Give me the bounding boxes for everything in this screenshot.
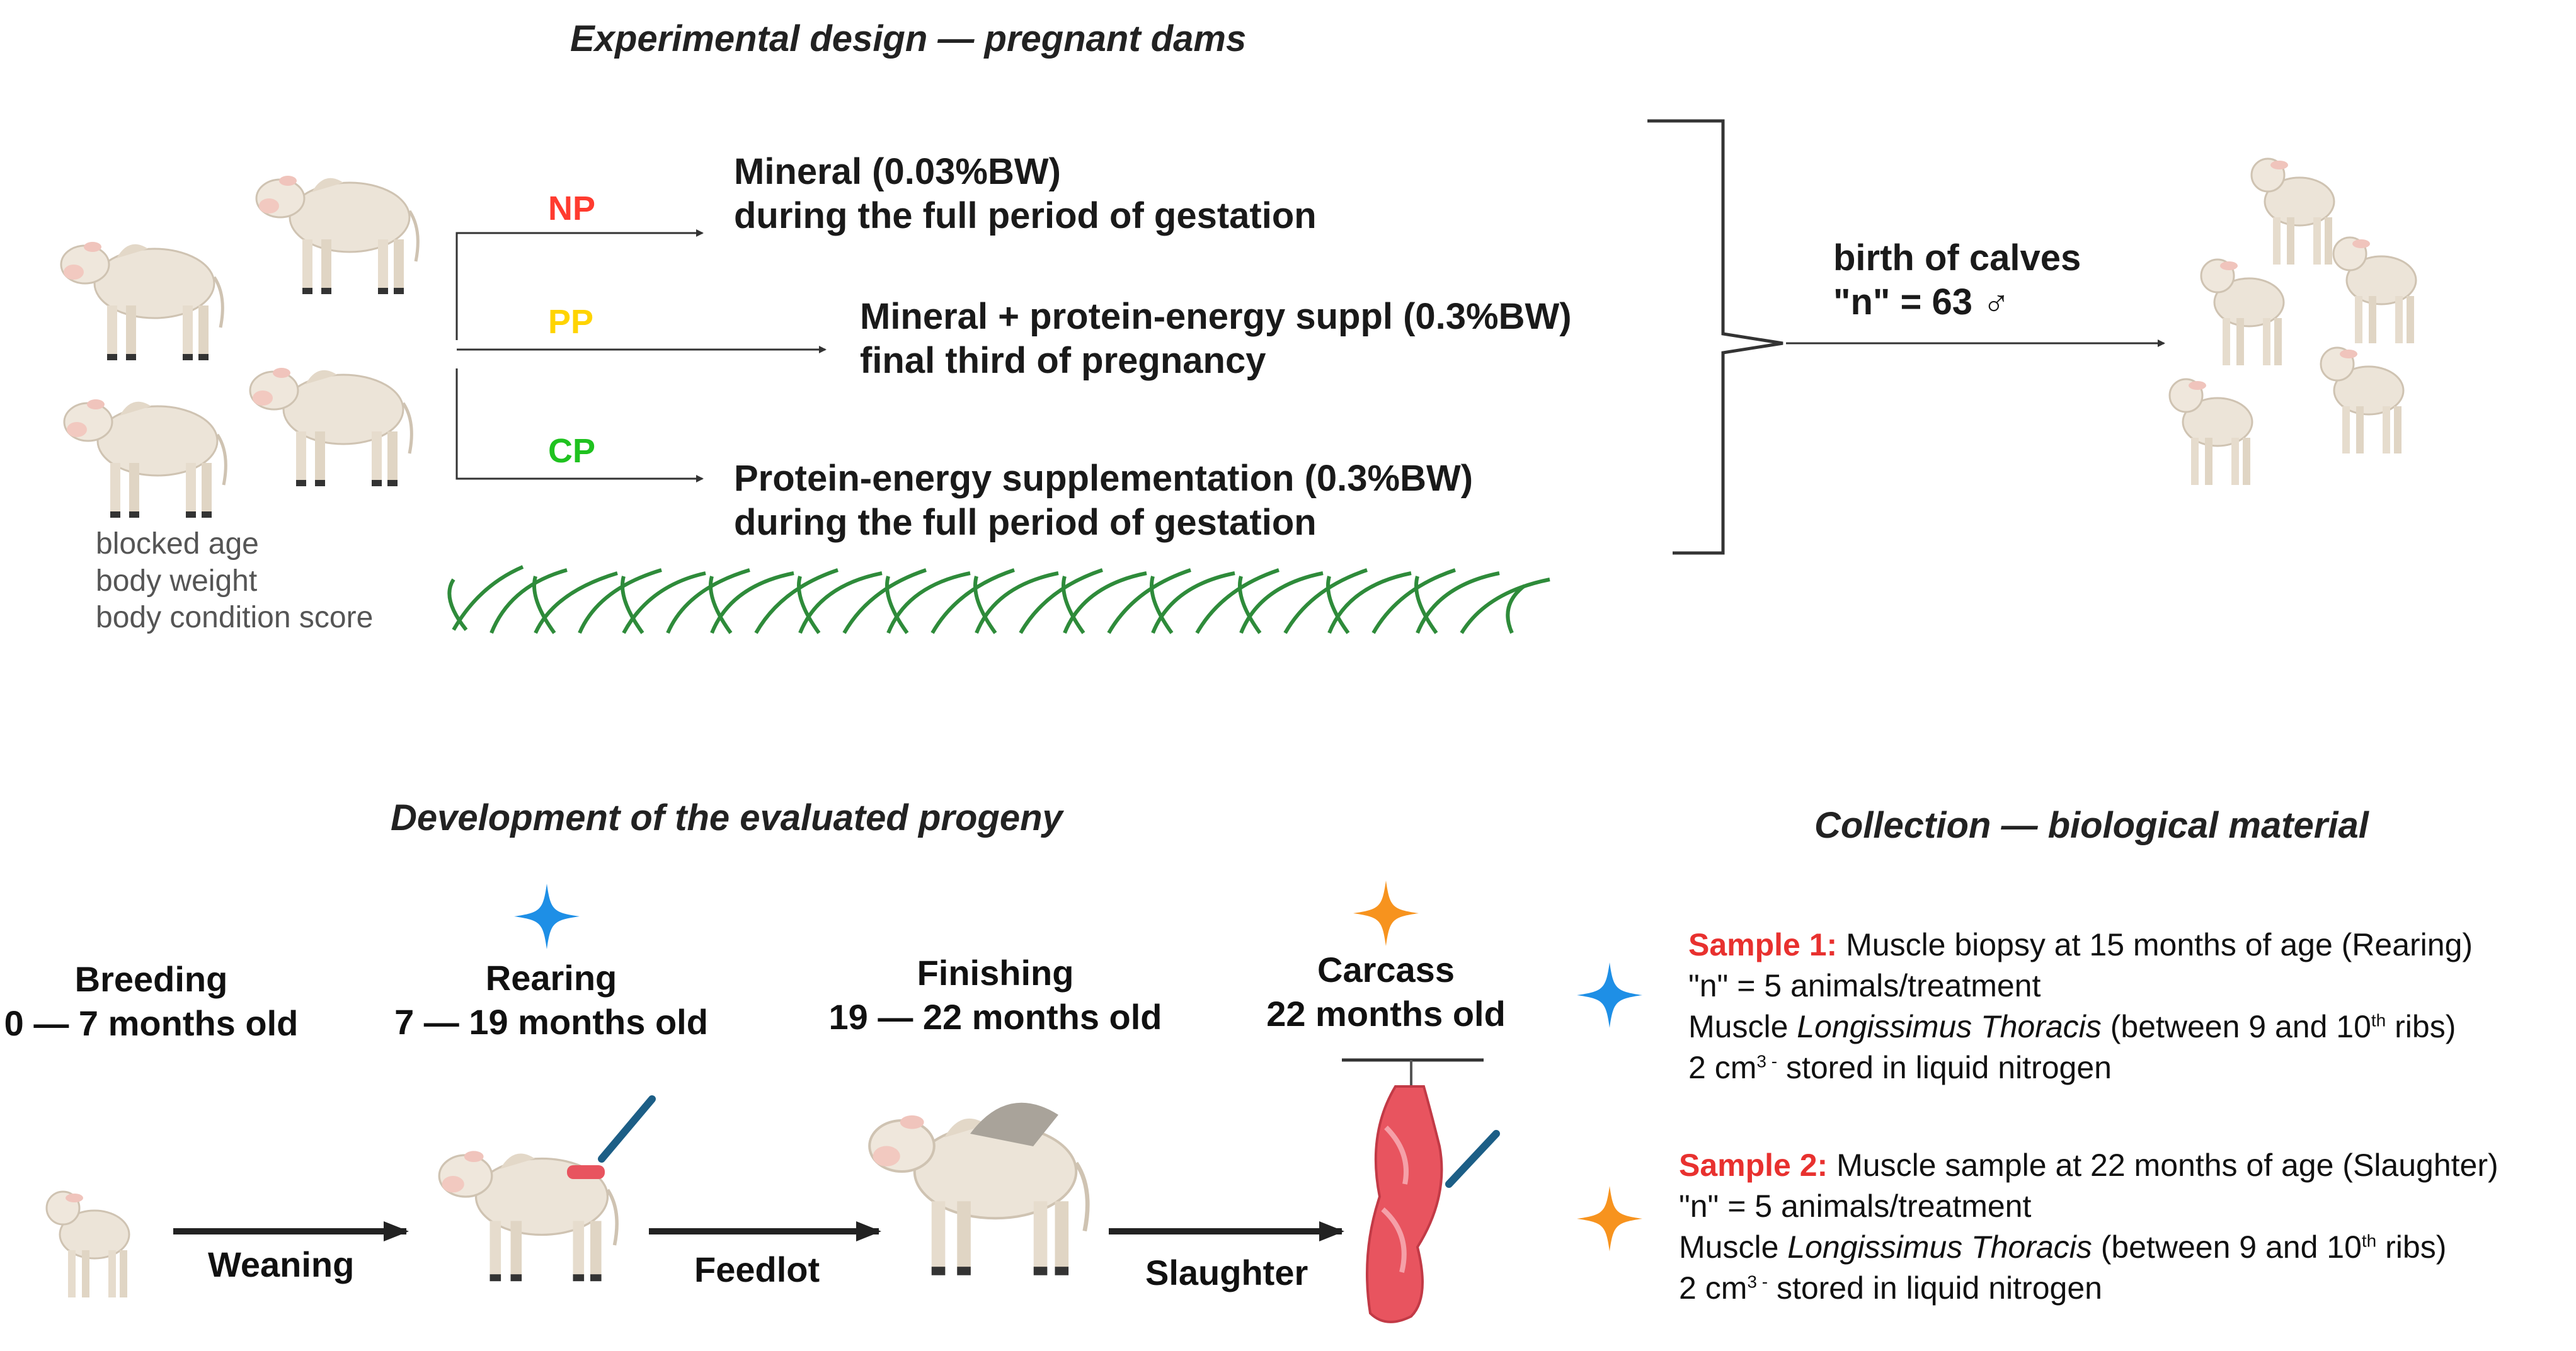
stage-rearing-age: 7 — 19 months old [394,1002,708,1042]
sample-1-label: Sample 1: [1688,927,1838,962]
sample-2-n: "n" = 5 animals/treatment [1679,1189,2032,1224]
stage-finishing: Finishing 19 — 22 months old [825,951,1165,1039]
sample-2-muscle-name: Longissimus Thoracis [1787,1229,2092,1265]
dam-cow-icon [256,176,418,294]
treatment-pp-line2: final third of pregnancy [860,339,1266,381]
calf-icon [2320,346,2405,455]
treatment-cp-desc: Protein-energy supplementation (0.3%BW) … [734,457,1473,544]
rearing-star-icon [514,884,580,949]
scalpel-icon [598,1095,656,1163]
stage-carcass-name: Carcass [1317,950,1455,989]
treatment-cp-line1: Protein-energy supplementation (0.3%BW) [734,458,1474,499]
stage-finishing-age: 19 — 22 months old [828,997,1162,1037]
calf-icon [2250,157,2335,266]
blocking-bcs: body condition score [96,601,374,635]
birth-line1: birth of calves [1833,237,2081,278]
biopsy-site [567,1165,605,1179]
finishing-bull-icon [869,1115,1087,1275]
carcass-icon [1366,1085,1443,1323]
stage-rearing-name: Rearing [485,958,617,998]
dam-cow-icon [250,368,411,486]
sample1-star-icon [1577,962,1642,1028]
stage-rearing: Rearing 7 — 19 months old [391,956,712,1044]
dam-cow-icon [64,399,226,518]
stage-carcass: Carcass 22 months old [1254,948,1518,1036]
sample2-star-icon [1577,1186,1642,1251]
treatment-code-cp: CP [548,432,596,470]
experimental-design-title: Experimental design — pregnant dams [570,18,1247,59]
stage-breeding-age: 0 — 7 months old [4,1003,299,1043]
sample-1-block: Sample 1: Muscle biopsy at 15 months of … [1688,925,2473,1088]
grass-icon [447,565,1550,634]
sample-1-muscle-name: Longissimus Thoracis [1797,1009,2102,1044]
treatment-pp-desc: Mineral + protein-energy suppl (0.3%BW) … [860,295,1572,382]
transition-weaning: Weaning [208,1245,355,1284]
treatment-pp-line1: Mineral + protein-energy suppl (0.3%BW) [860,296,1572,337]
calf-icon [2200,258,2285,367]
stage-finishing-name: Finishing [917,953,1074,993]
birth-of-calves: birth of calves "n" = 63 ♂ [1833,236,2081,324]
sample-2-desc: Muscle sample at 22 months of age (Slaug… [1828,1148,2499,1183]
calf-icon [2332,236,2417,345]
blocking-age: blocked age [96,527,259,561]
treatment-code-pp: PP [548,303,594,341]
breeding-calf-icon [45,1190,130,1299]
sample-1-n: "n" = 5 animals/treatment [1688,968,2041,1003]
treatment-np-line2: during the full period of gestation [734,195,1317,236]
scalpel-icon [1445,1130,1500,1188]
stage-breeding: Breeding 0 — 7 months old [0,957,302,1046]
sample-2-label: Sample 2: [1679,1148,1828,1183]
birth-line2: "n" = 63 ♂ [1833,281,2010,322]
blocking-criteria: blocked age body weight body condition s… [96,526,373,637]
development-title: Development of the evaluated progeny [391,797,1063,838]
stage-carcass-age: 22 months old [1266,994,1506,1034]
sample-1-desc: Muscle biopsy at 15 months of age (Reari… [1837,927,2473,962]
sample-2-muscle: Muscle Longissimus Thoracis (between 9 a… [1679,1229,2447,1265]
hump [970,1102,1058,1146]
transition-slaughter: Slaughter [1145,1253,1308,1292]
stage-breeding-name: Breeding [74,959,228,999]
dam-cow-icon [61,242,222,360]
blocking-weight: body weight [96,564,258,598]
sample-1-storage: 2 cm3 - stored in liquid nitrogen [1688,1050,2112,1085]
sample-2-block: Sample 2: Muscle sample at 22 months of … [1679,1145,2499,1309]
treatment-branches [455,229,827,482]
treatment-code-np: NP [548,190,596,227]
sample-2-storage: 2 cm3 - stored in liquid nitrogen [1679,1270,2102,1306]
sample-1-title: Sample 1: Muscle biopsy at 15 months of … [1688,925,2473,966]
treatment-np-desc: Mineral (0.03%BW) during the full period… [734,150,1317,237]
calf-icon [2168,378,2253,486]
treatment-cp-line2: during the full period of gestation [734,501,1317,543]
bracket [1647,119,1783,555]
carcass-star-icon [1353,881,1419,946]
collection-title: Collection — biological material [1814,805,2369,846]
sample-2-title: Sample 2: Muscle sample at 22 months of … [1679,1145,2499,1186]
transition-feedlot: Feedlot [694,1250,820,1289]
sample-1-muscle: Muscle Longissimus Thoracis (between 9 a… [1688,1009,2456,1044]
treatment-np-line1: Mineral (0.03%BW) [734,151,1061,192]
